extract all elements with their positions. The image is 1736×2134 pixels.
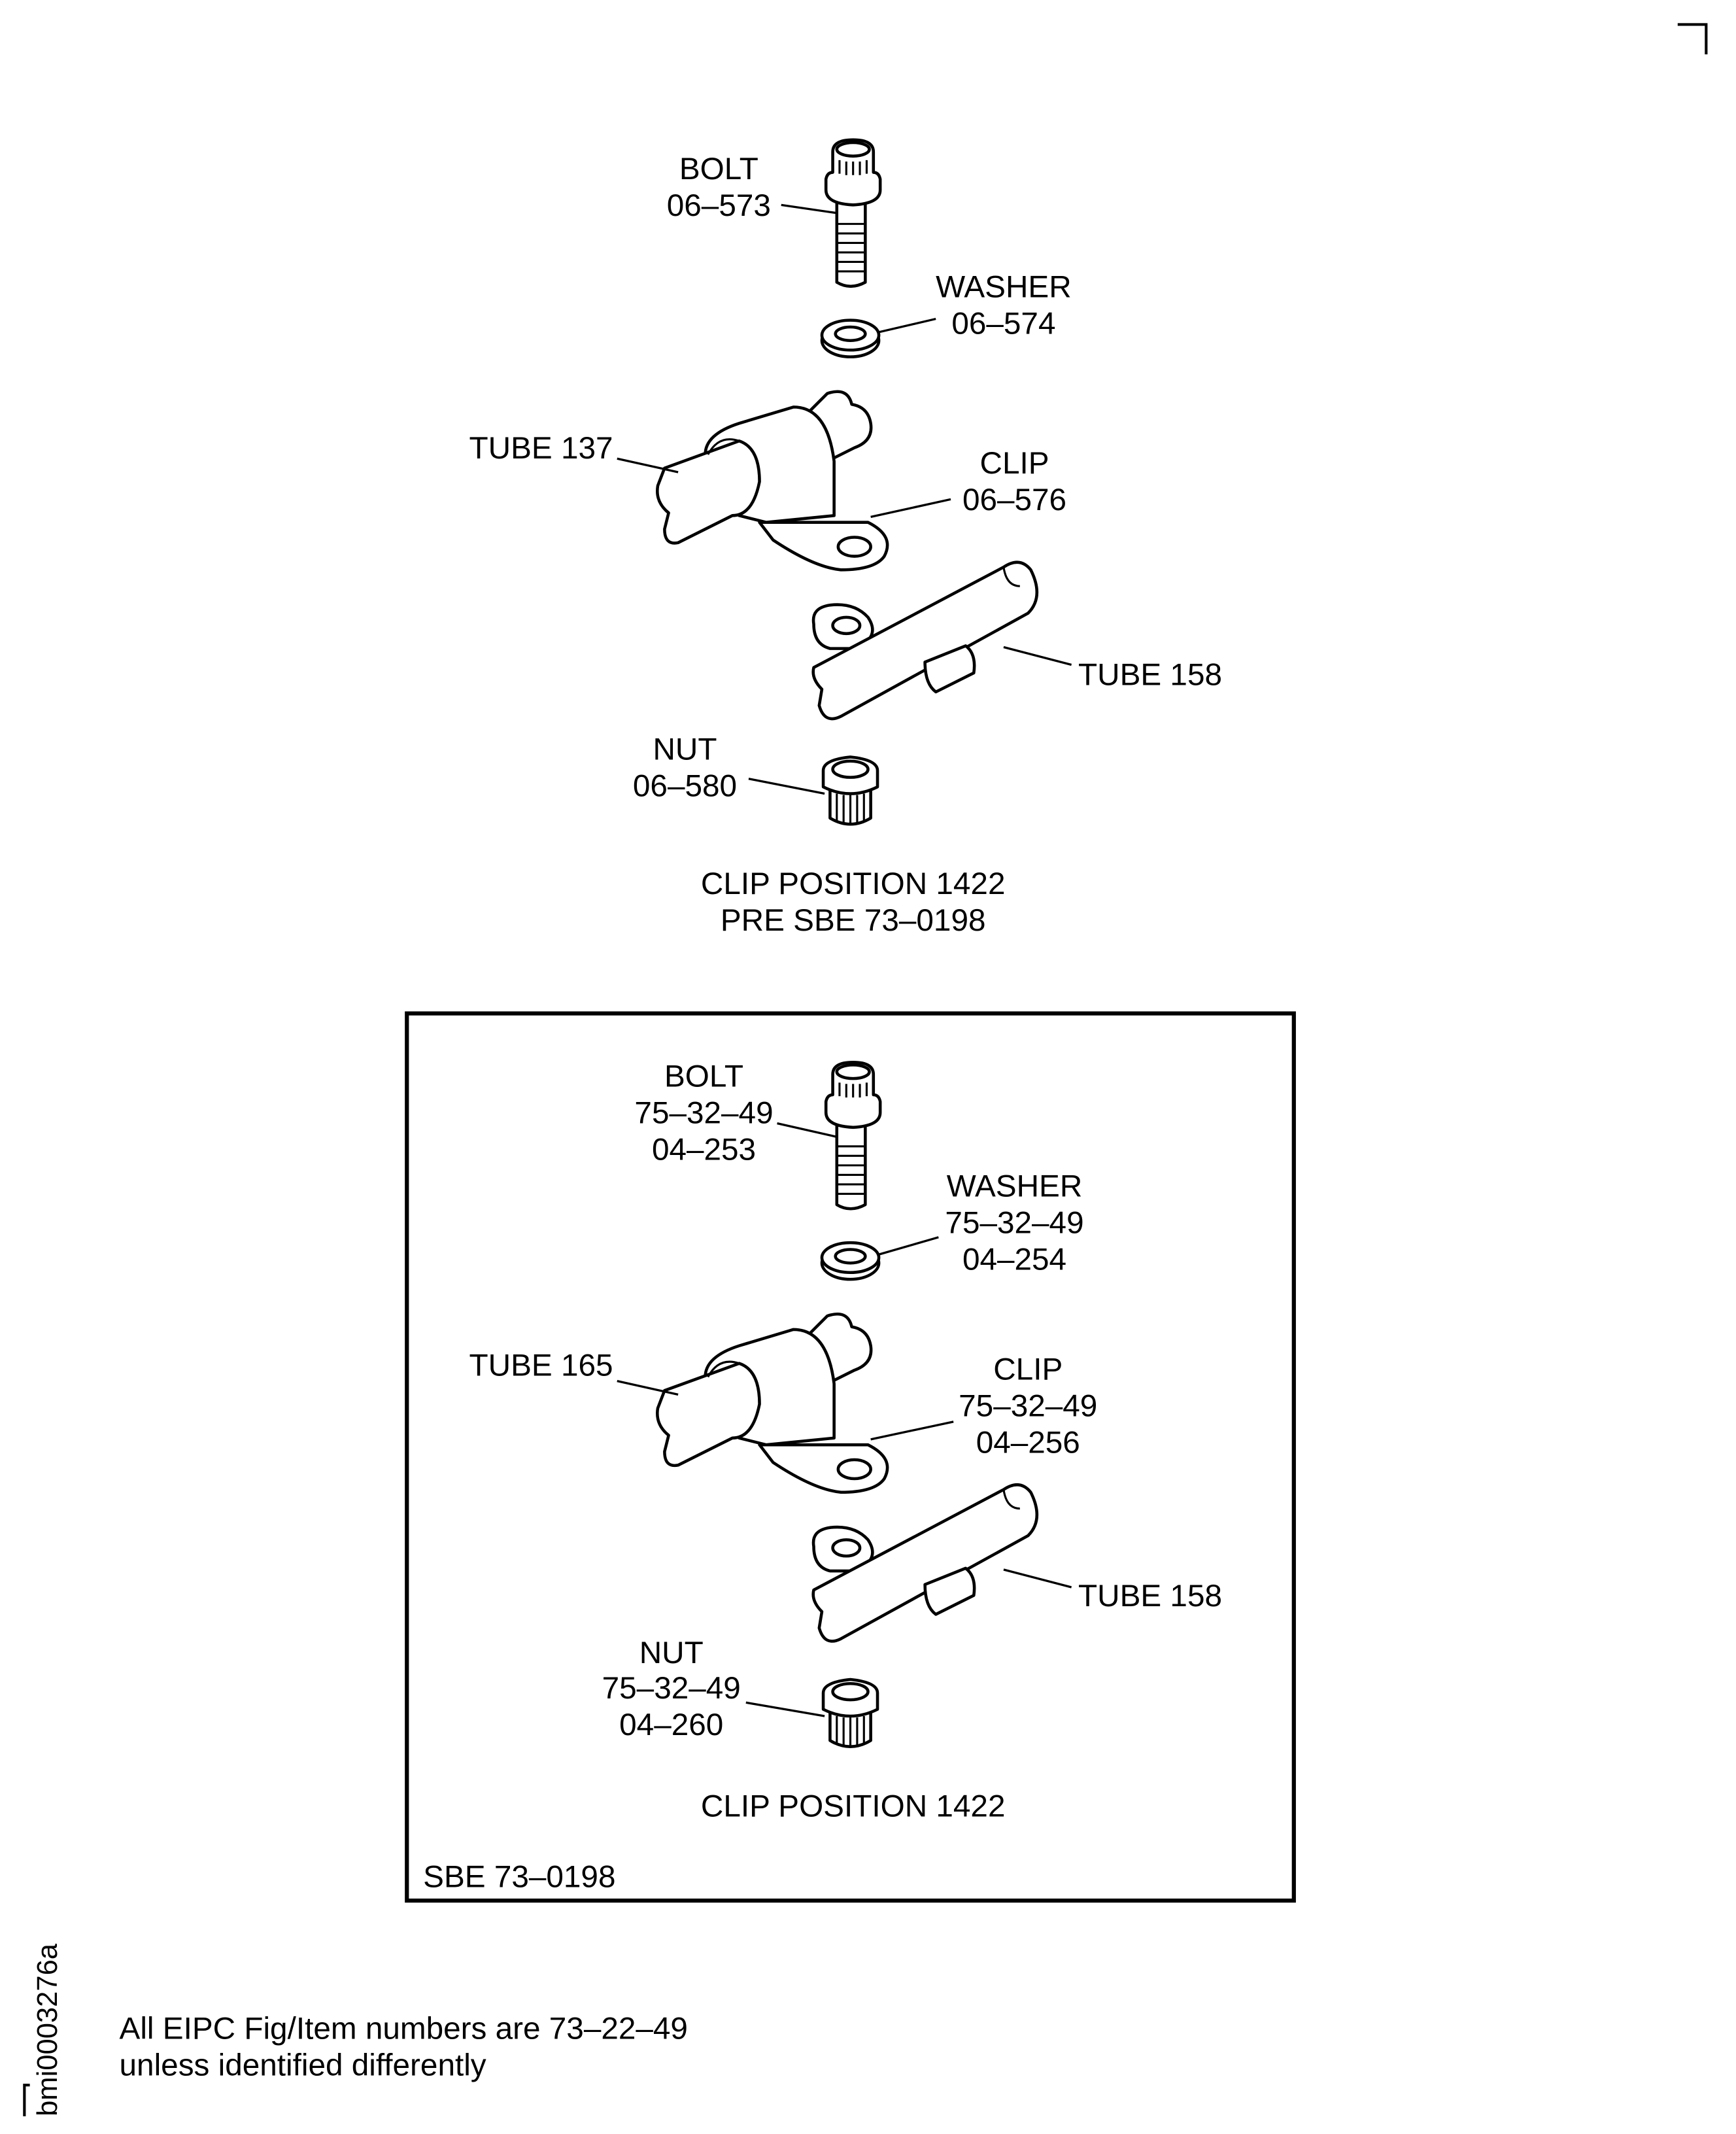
bolt-item: 04–253	[652, 1133, 756, 1167]
tube-165-label: TUBE 165	[469, 1348, 613, 1383]
clip-drawing	[657, 392, 887, 570]
clip-item: 04–256	[976, 1426, 1080, 1460]
view-caption-sub: PRE SBE 73–0198	[721, 903, 986, 938]
tube-137-label: TUBE 137	[469, 431, 613, 466]
sbe-box-label: SBE 73–0198	[423, 1859, 615, 1894]
bolt-label: BOLT	[679, 152, 758, 186]
view-caption: CLIP POSITION 1422	[701, 867, 1006, 901]
washer-item: 04–254	[962, 1243, 1066, 1277]
washer-label: WASHER	[936, 269, 1072, 304]
tube-158-label: TUBE 158	[1078, 658, 1222, 693]
clip-fig: 75–32–49	[959, 1389, 1097, 1424]
nut-item: 06–580	[633, 769, 737, 804]
clip-label: CLIP	[993, 1352, 1063, 1387]
washer-item: 06–574	[951, 306, 1055, 341]
nut-item: 04–260	[619, 1708, 723, 1742]
clip-item: 06–576	[962, 483, 1066, 517]
clip-drawing	[657, 1314, 887, 1492]
drawing-id: bmi0003276a	[32, 1943, 63, 2116]
washer-drawing	[822, 1243, 879, 1279]
washer-label: WASHER	[947, 1169, 1083, 1204]
pre-sbe-view: BOLT 06–573 WASHER 06–574 TUBE 137 CLIP …	[469, 140, 1222, 938]
tube-drawing	[813, 562, 1037, 719]
bolt-label: BOLT	[664, 1059, 743, 1094]
washer-fig: 75–32–49	[945, 1206, 1083, 1241]
nut-drawing	[823, 757, 877, 825]
footer-note-line2: unless identified differently	[120, 2048, 486, 2083]
tube-drawing	[813, 1485, 1037, 1641]
sbe-frame	[405, 1011, 1296, 1903]
washer-drawing	[822, 320, 879, 357]
sbe-view: BOLT 75–32–49 04–253 WASHER 75–32–49 04–…	[405, 1011, 1296, 1903]
crop-mark	[1677, 23, 1708, 55]
clip-label: CLIP	[980, 446, 1049, 481]
tube-158-label: TUBE 158	[1078, 1579, 1222, 1613]
nut-label: NUT	[639, 1636, 704, 1670]
nut-drawing	[823, 1679, 877, 1747]
bolt-fig: 75–32–49	[634, 1096, 773, 1131]
nut-fig: 75–32–49	[602, 1671, 741, 1706]
view-caption: CLIP POSITION 1422	[701, 1789, 1006, 1824]
bolt-item: 06–573	[667, 188, 771, 223]
footer-note-line1: All EIPC Fig/Item numbers are 73–22–49	[120, 2012, 688, 2046]
id-bracket	[23, 2084, 30, 2116]
nut-label: NUT	[653, 732, 717, 767]
